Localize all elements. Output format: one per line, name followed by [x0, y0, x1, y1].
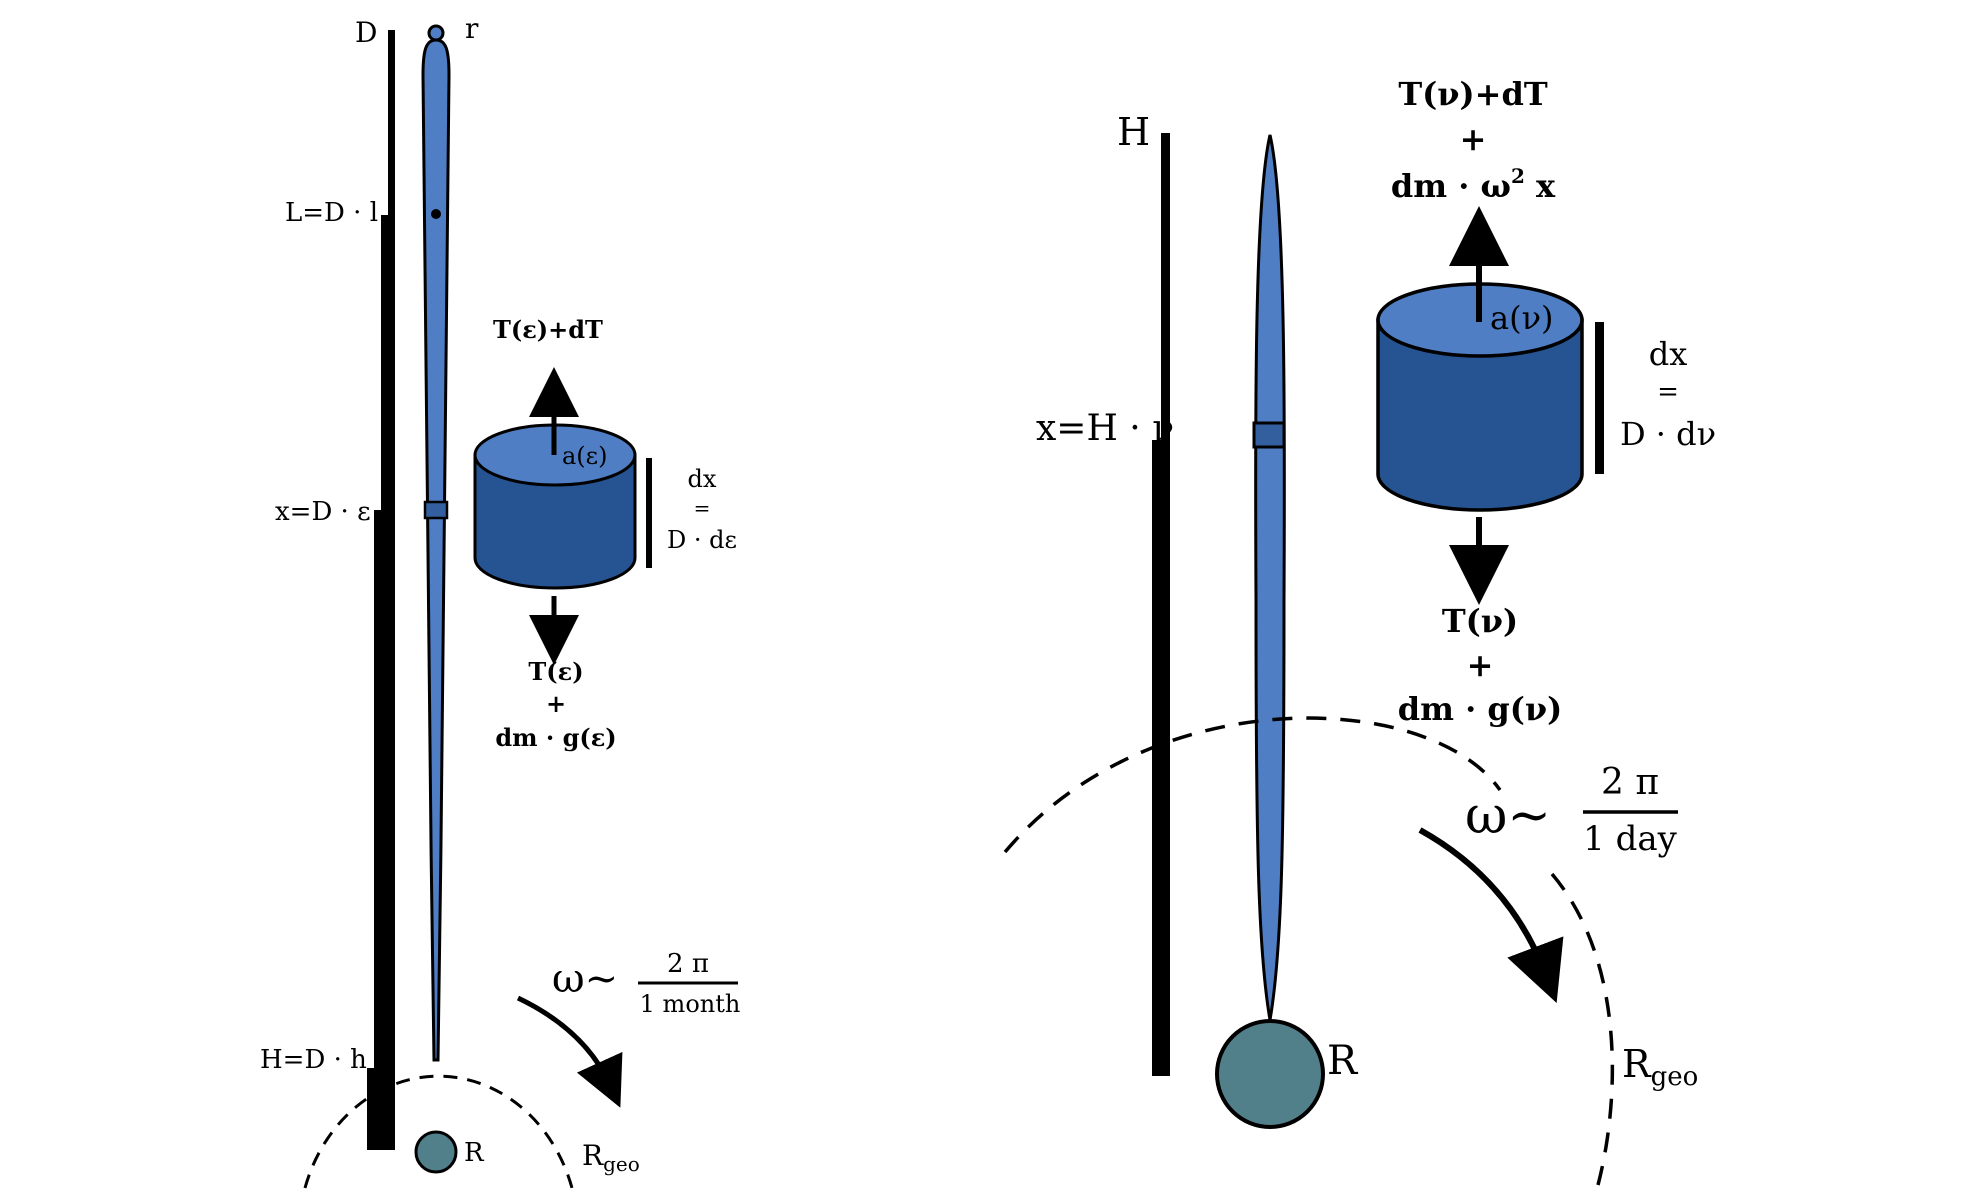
left-cylinder-body — [473, 453, 637, 590]
left-scale-bar-x — [374, 510, 381, 1150]
right-force-up-plus: + — [1460, 120, 1487, 158]
right-tether — [1254, 134, 1286, 1021]
right-force-up-label-2: dm · ω2 x — [1391, 164, 1556, 205]
right-panel: H x=H · ν a(ν) T(ν)+dT + dm · ω2 x T(ν) … — [1003, 75, 1716, 1186]
left-point-L — [431, 209, 441, 219]
right-force-down-plus: + — [1467, 646, 1494, 684]
left-label-R: R — [464, 1138, 485, 1168]
right-force-down-label-2: dm · g(ν) — [1398, 690, 1563, 728]
right-dx-label-2: = — [1657, 377, 1679, 407]
left-scale-bar-D — [388, 30, 395, 1150]
left-dx-label-2: = — [694, 496, 711, 520]
right-scale-bar-H — [1161, 133, 1170, 1076]
right-label-R: R — [1327, 1038, 1359, 1084]
left-label-x: x=D · ε — [275, 497, 371, 527]
right-scale-bar-x — [1152, 440, 1161, 1076]
right-planet — [1215, 1019, 1325, 1129]
right-omega-symbol: ω~ — [1465, 786, 1551, 846]
left-cylinder-area: a(ε) — [562, 442, 607, 470]
left-force-up-label: T(ε)+dT — [493, 315, 603, 344]
right-omega-numerator: 2 π — [1601, 762, 1659, 803]
right-cylinder-area: a(ν) — [1490, 299, 1554, 337]
left-scale-bar-L — [381, 215, 388, 1150]
left-dx-bar — [646, 458, 652, 568]
left-scale-bar-H — [367, 1068, 374, 1150]
left-force-down-plus: + — [546, 689, 566, 718]
left-force-down-label-2: dm · g(ε) — [495, 723, 616, 752]
left-omega-denominator: 1 month — [640, 990, 741, 1018]
left-omega-symbol: ω~ — [552, 956, 618, 1002]
right-label-x: x=H · ν — [1036, 408, 1174, 449]
left-dx-label-3: D · dε — [667, 526, 737, 554]
right-tether-slice — [1252, 421, 1286, 449]
left-planet — [414, 1130, 458, 1174]
left-label-rgeo: Rgeo — [582, 1139, 640, 1176]
right-dx-bar — [1595, 322, 1604, 474]
left-label-L: L=D · l — [285, 198, 378, 228]
left-panel: D r L=D · l x=D · ε H=D · h a(ε) T(ε)+dT… — [260, 12, 741, 1189]
left-geo-orbit — [303, 1074, 574, 1189]
left-dx-label-1: dx — [688, 465, 717, 493]
left-counterweight-r — [427, 24, 445, 42]
right-force-down-label-1: T(ν) — [1442, 602, 1518, 640]
right-force-up-label-1: T(ν)+dT — [1398, 75, 1547, 113]
left-rotation-arrow — [516, 995, 623, 1108]
right-label-rgeo: Rgeo — [1622, 1042, 1698, 1092]
left-tether — [421, 38, 451, 1062]
right-omega-denominator: 1 day — [1583, 819, 1677, 859]
left-label-H: H=D · h — [260, 1045, 367, 1075]
right-rotation-arrow — [1418, 827, 1564, 1004]
left-tether-slice — [423, 500, 449, 520]
right-cylinder-body — [1376, 318, 1584, 512]
right-dx-label-1: dx — [1649, 335, 1688, 373]
right-label-H: H — [1117, 110, 1150, 154]
left-omega-numerator: 2 π — [667, 949, 709, 979]
right-geo-orbit — [1003, 716, 1615, 1186]
left-force-down-label-1: T(ε) — [528, 657, 583, 686]
right-dx-label-3: D · dν — [1620, 415, 1716, 453]
left-label-D: D — [355, 16, 377, 49]
left-label-r: r — [465, 12, 479, 45]
